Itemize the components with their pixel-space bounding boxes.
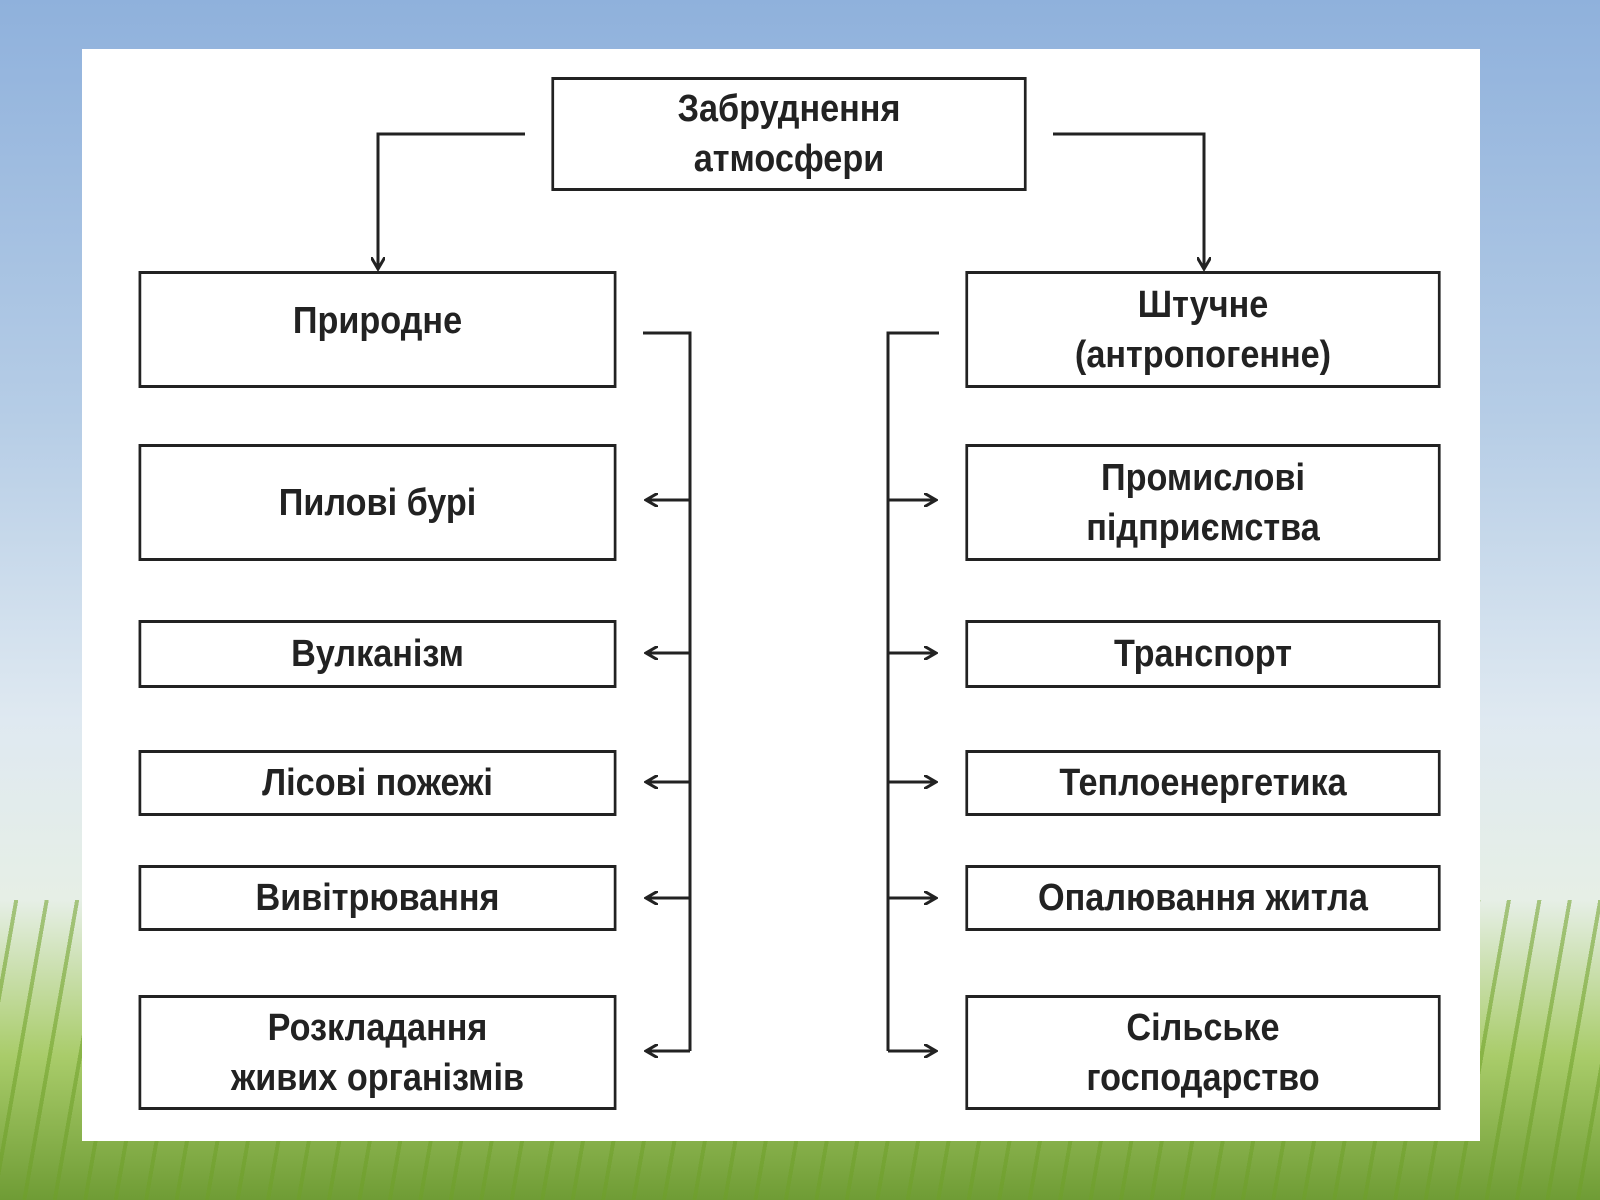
artificial-node: Штучне (антропогенне)	[965, 271, 1441, 388]
item-label: Розкладання	[267, 1006, 488, 1049]
root-node: Забруднення атмосфери	[551, 77, 1027, 191]
diagram-panel	[82, 49, 1480, 1141]
item-label: Пилові бурі	[278, 481, 477, 524]
item-label: господарство	[1086, 1056, 1320, 1099]
natural-item-decomposition: Розкладання живих організмів	[138, 995, 617, 1110]
artificial-item-home-heating: Опалювання житла	[965, 865, 1441, 931]
natural-item-forest-fires: Лісові пожежі	[138, 750, 617, 816]
artificial-item-industry: Промислові підприємства	[965, 444, 1441, 561]
natural-item-weathering: Вивітрювання	[138, 865, 617, 931]
natural-bus	[643, 331, 692, 1051]
item-label: Вивітрювання	[255, 877, 500, 919]
root-label-line1: Забруднення	[677, 88, 901, 130]
natural-label: Природне	[292, 300, 463, 342]
connector-root-natural	[378, 132, 525, 269]
artificial-label-line2: (антропогенне)	[1074, 333, 1332, 376]
natural-node: Природне	[138, 271, 617, 388]
natural-item-volcanism: Вулканізм	[138, 620, 617, 688]
connector-root-artificial	[1053, 132, 1204, 269]
artificial-item-thermal-power: Теплоенергетика	[965, 750, 1441, 816]
item-label: Лісові пожежі	[262, 762, 493, 804]
item-label: Вулканізм	[291, 633, 464, 675]
item-label: Сільське	[1126, 1006, 1280, 1049]
natural-item-dust-storms: Пилові бурі	[138, 444, 617, 561]
artificial-item-agriculture: Сільське господарство	[965, 995, 1441, 1110]
item-label: підприємства	[1086, 506, 1320, 549]
artificial-label-line1: Штучне	[1137, 283, 1269, 326]
item-label: Транспорт	[1114, 633, 1292, 675]
item-label: Теплоенергетика	[1059, 762, 1347, 804]
artificial-bus	[886, 331, 939, 1051]
item-label: Опалювання житла	[1038, 877, 1368, 919]
root-label-line2: атмосфери	[693, 138, 885, 180]
artificial-item-transport: Транспорт	[965, 620, 1441, 688]
item-label: Промислові	[1101, 456, 1305, 499]
item-label: живих організмів	[230, 1056, 525, 1099]
